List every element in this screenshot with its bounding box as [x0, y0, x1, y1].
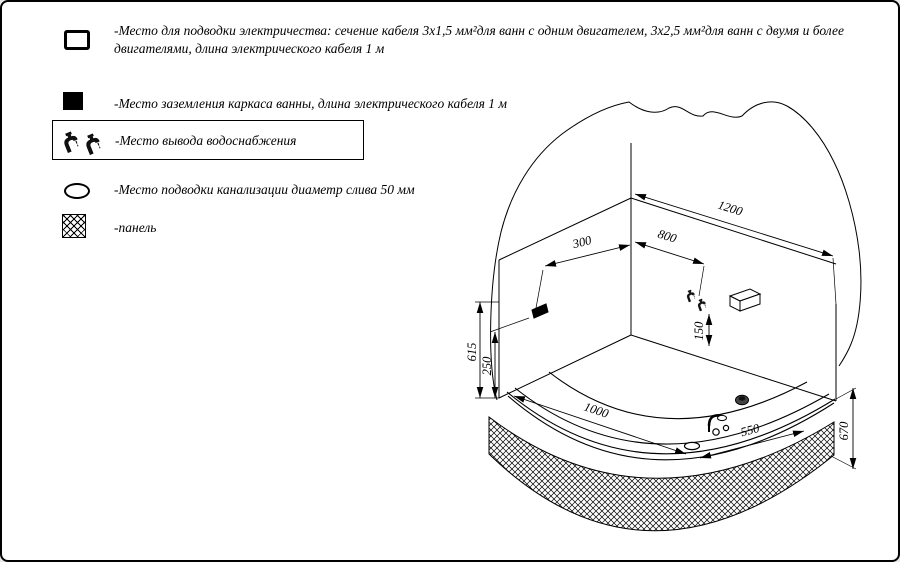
panel-hatch-icon — [62, 214, 86, 238]
wall-boundary-outline — [490, 101, 862, 401]
extension-lines — [475, 257, 857, 470]
grounding-square-icon — [63, 92, 83, 110]
legend-item-sewer: -Место подводки канализации диаметр слив… — [114, 182, 415, 197]
legend-item-grounding: -Место заземления каркаса ванны, длина э… — [114, 96, 508, 111]
legend-item-water: -Место вывода водоснабжения — [115, 133, 297, 148]
electric-connection-marker — [728, 288, 762, 312]
dim-615: 615 — [465, 343, 479, 362]
dim-550: 550 — [739, 421, 761, 439]
bath-knob — [735, 394, 749, 406]
installation-drawing: 615 250 300 1200 800 150 1000 550 670 — [465, 101, 862, 532]
drain-marker — [683, 441, 701, 451]
legend-item-panel: -панель — [114, 220, 157, 235]
walls — [498, 143, 837, 402]
dim-1000: 1000 — [582, 400, 611, 422]
legend-item-electric: -Место для подводки электричества: сечен… — [114, 23, 844, 56]
dim-1200: 1200 — [716, 198, 745, 219]
water-supply-legend-box: -Место вывода водоснабжения — [52, 120, 364, 160]
dim-800: 800 — [656, 227, 679, 246]
water-supply-marker — [684, 288, 708, 312]
faucet-icon — [60, 130, 104, 156]
grounding-marker — [531, 303, 549, 319]
dimension-labels: 615 250 300 1200 800 150 1000 550 670 — [465, 198, 851, 441]
dim-670: 670 — [837, 421, 851, 441]
dim-300: 300 — [570, 233, 593, 251]
dim-250: 250 — [480, 356, 494, 376]
bath-panel — [488, 415, 835, 532]
dimension-lines — [476, 193, 857, 469]
bath-faucet — [707, 414, 730, 436]
electric-socket-icon — [64, 30, 90, 50]
dim-150: 150 — [692, 321, 706, 341]
sewer-ellipse-icon — [64, 183, 90, 199]
